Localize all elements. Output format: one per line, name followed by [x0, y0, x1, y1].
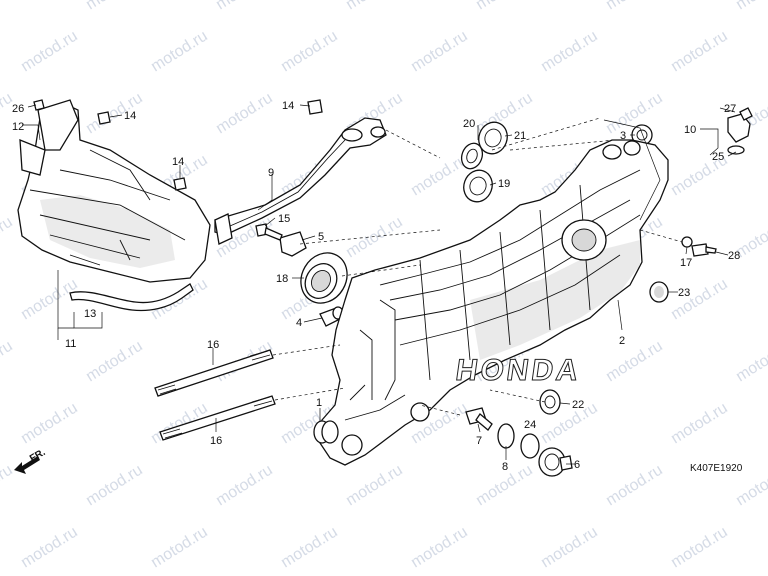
callout-1: 1: [316, 397, 322, 409]
part-16-stud-lower: [159, 395, 276, 441]
part-24-spring: [497, 423, 515, 449]
callout-21: 21: [514, 130, 526, 142]
watermark-text: motod.ru: [18, 28, 81, 76]
callout-5: 5: [318, 231, 324, 243]
callout-10: 10: [684, 124, 696, 136]
callout-24: 24: [524, 419, 536, 431]
watermark-text: motod.ru: [343, 0, 406, 13]
part-14-bolts: [33, 99, 323, 191]
watermark-text: motod.ru: [18, 400, 81, 448]
callout-14-a: 14: [124, 110, 136, 122]
part-16-stud-upper: [154, 349, 274, 397]
watermark-text: motod.ru: [343, 462, 406, 510]
watermark-text: motod.ru: [343, 214, 406, 262]
watermark-text: motod.ru: [83, 90, 146, 138]
watermark-text: motod.ru: [213, 462, 276, 510]
watermark-text: motod.ru: [0, 462, 16, 510]
part-8-oring: [520, 433, 540, 459]
callout-7: 7: [476, 435, 482, 447]
watermark-text: motod.ru: [668, 28, 731, 76]
callout-8: 8: [502, 461, 508, 473]
callout-19: 19: [498, 178, 510, 190]
callout-11: 11: [65, 338, 76, 350]
callout-6: 6: [574, 459, 580, 471]
watermark-text: motod.ru: [603, 338, 666, 386]
watermark-text: motod.ru: [18, 524, 81, 572]
watermark-text: motod.ru: [408, 524, 471, 572]
watermark-text: motod.ru: [473, 0, 536, 13]
watermark-text: motod.ru: [733, 338, 768, 386]
front-direction-indicator: FR.: [14, 447, 48, 474]
part-2-crankcase: [317, 139, 669, 466]
part-15-bolt: [255, 223, 283, 241]
part-6-plug: [538, 447, 573, 477]
callout-16-a: 16: [207, 339, 219, 351]
callout-12: 12: [12, 121, 24, 133]
callout-labels: 26 14 12 14 9 14 15 5 18 4 20 21 3 19 10…: [12, 100, 740, 473]
watermark-text: motod.ru: [733, 0, 768, 13]
callout-17: 17: [680, 257, 692, 269]
part-17-washer: [681, 236, 693, 248]
part-1-bush: [313, 420, 339, 444]
callout-28: 28: [728, 250, 740, 262]
watermark-text: motod.ru: [668, 524, 731, 572]
callout-14-b: 14: [282, 100, 294, 112]
watermark-text: motod.ru: [83, 0, 146, 13]
callout-20: 20: [463, 118, 475, 130]
watermark-text: motod.ru: [668, 276, 731, 324]
watermark-text: motod.ru: [603, 0, 666, 13]
watermark-text: motod.ru: [278, 524, 341, 572]
watermark-text: motod.ru: [83, 462, 146, 510]
callout-14-c: 14: [172, 156, 184, 168]
watermark-text: motod.ru: [0, 0, 16, 13]
part-left-cover: [17, 99, 211, 283]
diagram-code: K407E1920: [690, 463, 743, 474]
watermark-text: motod.ru: [83, 338, 146, 386]
callout-13: 13: [84, 308, 96, 320]
watermark-text: motod.ru: [213, 90, 276, 138]
part-19-bearing: [463, 169, 493, 203]
callout-4: 4: [296, 317, 302, 329]
part-28-bolt: [691, 243, 717, 257]
watermark-text: motod.ru: [213, 0, 276, 13]
part-5-clip: [279, 231, 307, 257]
watermark-text: motod.ru: [538, 524, 601, 572]
callout-25: 25: [712, 151, 724, 163]
callout-3: 3: [620, 130, 626, 142]
watermark-text: motod.ru: [408, 28, 471, 76]
watermark-text: motod.ru: [668, 400, 731, 448]
callout-16-b: 16: [210, 435, 222, 447]
callout-15: 15: [278, 213, 290, 225]
watermark-text: motod.ru: [148, 524, 211, 572]
front-direction-label: FR.: [28, 447, 48, 465]
callout-9: 9: [268, 167, 274, 179]
callout-26: 26: [12, 103, 24, 115]
brand-mark: HONDA: [453, 354, 584, 388]
part-13-hose: [69, 283, 194, 312]
callout-2: 2: [619, 335, 625, 347]
part-20-seal: [460, 142, 484, 170]
watermark-text: motod.ru: [0, 338, 16, 386]
watermark-text: motod.ru: [278, 28, 341, 76]
watermark-text: motod.ru: [148, 28, 211, 76]
leader-lines: [22, 104, 737, 465]
front-arrow-icon: [14, 456, 40, 474]
part-22-seal: [539, 389, 561, 415]
watermark-text: motod.ru: [0, 214, 16, 262]
callout-27: 27: [724, 103, 736, 115]
callout-23: 23: [678, 287, 690, 299]
callout-18: 18: [276, 273, 288, 285]
part-7-bolt: [465, 407, 493, 431]
part-23-rubber: [649, 281, 669, 303]
callout-22: 22: [572, 399, 584, 411]
part-10-sensor: [727, 107, 753, 155]
part-21-bearing: [478, 121, 508, 155]
watermark-text: motod.ru: [538, 28, 601, 76]
part-9-stay: [214, 117, 387, 245]
part-18-bearing: [300, 252, 348, 304]
brand-mark-text: HONDA: [454, 354, 584, 387]
watermark-text: motod.ru: [603, 462, 666, 510]
